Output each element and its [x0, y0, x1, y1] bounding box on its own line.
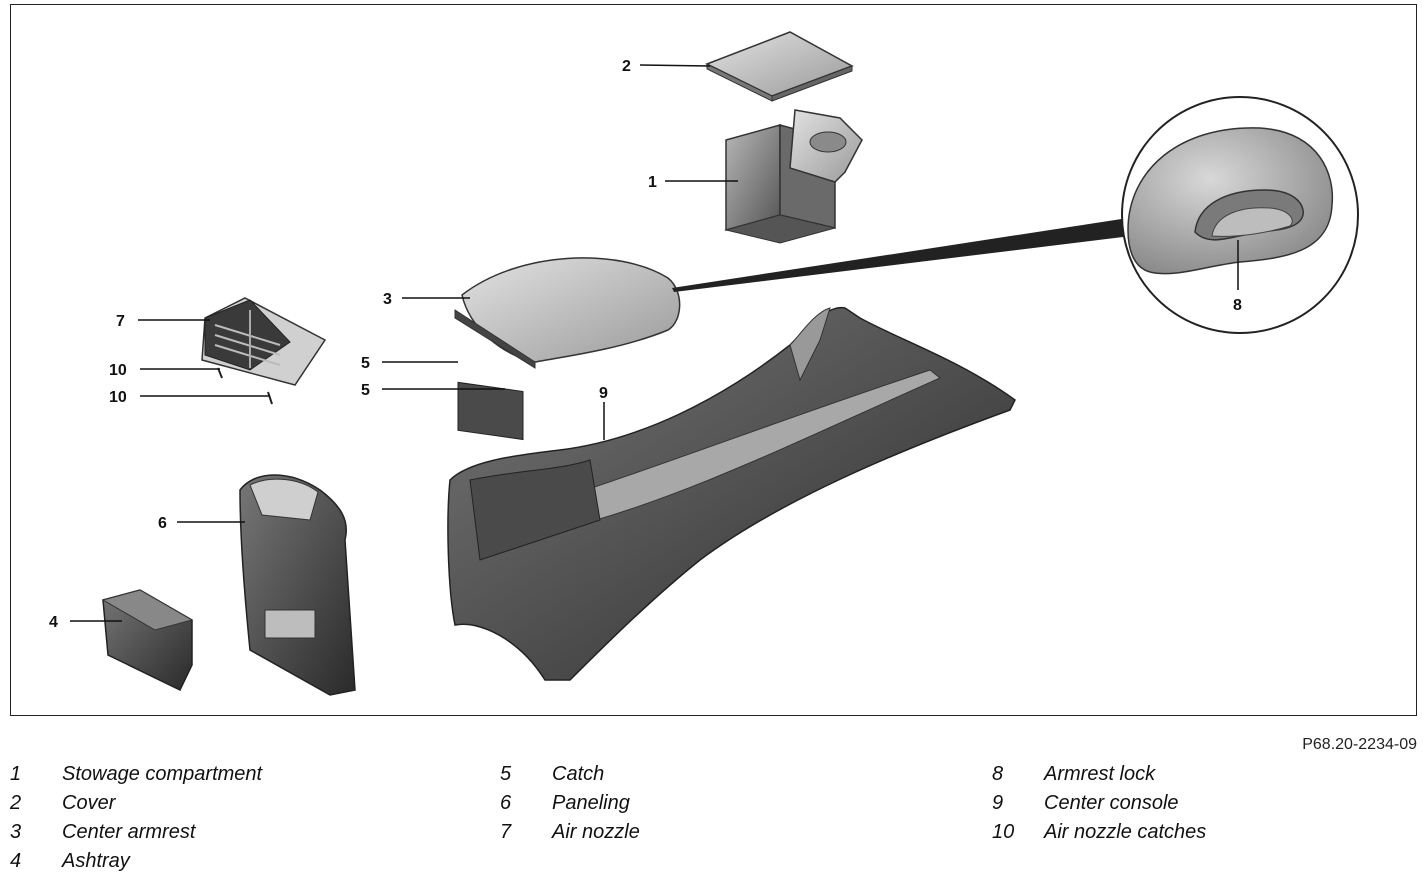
legend-item: 6 Paneling [500, 789, 640, 818]
figure-code: P68.20-2234-09 [1302, 736, 1417, 753]
legend-number: 10 [992, 821, 1015, 843]
legend-column-3: 8 Armrest lock 9 Center console 10 Air nozz… [992, 760, 1206, 847]
callout-10b: 10 [109, 389, 127, 406]
callout-7: 7 [116, 313, 125, 330]
legend-number: 1 [10, 763, 22, 785]
exploded-parts-diagram: 2 1 3 7 10 10 5 5 9 6 4 8 [49, 31, 1359, 696]
legend-number: 8 [992, 763, 1004, 785]
legend-label: Air nozzle catches [1044, 821, 1207, 843]
legend-number: 2 [10, 792, 22, 814]
leader-lines [70, 64, 1239, 622]
callout-5b: 5 [361, 382, 370, 399]
callout-5a: 5 [361, 355, 370, 372]
part-air-nozzle [201, 297, 327, 405]
legend-number: 7 [500, 821, 512, 843]
legend-label: Catch [552, 763, 605, 785]
legend-label: Paneling [552, 792, 630, 814]
part-stowage-compartment [724, 109, 863, 244]
part-cover [705, 31, 854, 102]
legend-number: 4 [10, 850, 22, 872]
legend-item: 4 Ashtray [10, 847, 262, 876]
legend-label: Armrest lock [1044, 763, 1156, 785]
legend-column-1: 1 Stowage compartment 2 Cover 3 Center armr… [10, 760, 262, 876]
callout-8: 8 [1233, 297, 1242, 314]
part-ashtray [101, 589, 194, 692]
legend-label: Center console [1044, 792, 1179, 814]
legend-item: 9 Center console [992, 789, 1206, 818]
legend-label: Center armrest [62, 821, 196, 843]
legend-item: 7 Air nozzle [500, 818, 640, 847]
legend-label: Air nozzle [552, 821, 640, 843]
callout-labels: 2 1 3 7 10 10 5 5 9 6 4 8 [49, 58, 1242, 631]
part-center-console [447, 306, 1016, 681]
legend-number: 3 [10, 821, 22, 843]
legend-column-2: 5 Catch 6 Paneling 7 Air nozzle [500, 760, 640, 847]
legend-number: 5 [500, 763, 512, 785]
callout-1: 1 [648, 174, 657, 191]
legend-label: Cover [62, 792, 116, 814]
legend-label: Stowage compartment [62, 763, 263, 785]
detail-magnifier [672, 96, 1359, 334]
legend-item: 5 Catch [500, 760, 640, 789]
part-paneling [239, 474, 356, 696]
part-center-armrest [454, 257, 681, 441]
callout-6: 6 [158, 515, 167, 532]
legend-item: 3 Center armrest [10, 818, 262, 847]
legend-number: 6 [500, 792, 512, 814]
callout-9: 9 [599, 385, 608, 402]
callout-2: 2 [622, 58, 631, 75]
legend-item: 1 Stowage compartment [10, 760, 262, 789]
legend-item: 10 Air nozzle catches [992, 818, 1206, 847]
callout-3: 3 [383, 291, 392, 308]
callout-4: 4 [49, 614, 58, 631]
legend-label: Ashtray [62, 850, 130, 872]
legend-number: 9 [992, 792, 1004, 814]
legend-item: 2 Cover [10, 789, 262, 818]
legend-item: 8 Armrest lock [992, 760, 1206, 789]
callout-10a: 10 [109, 362, 127, 379]
